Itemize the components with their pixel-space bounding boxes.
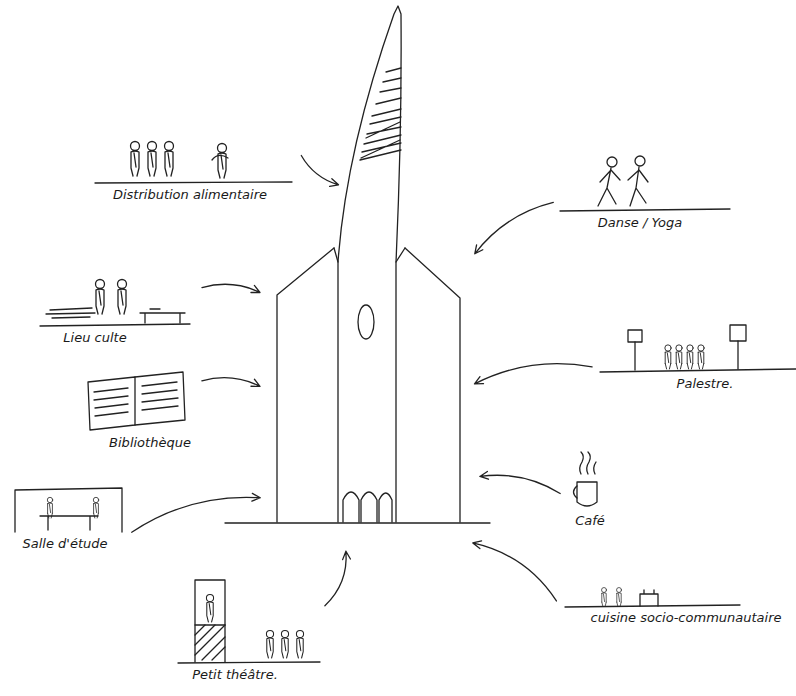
arrow-connector <box>202 284 260 292</box>
church-outline <box>265 5 475 527</box>
activity-label: Salle d'étude <box>23 536 108 552</box>
activity-label: Danse / Yoga <box>598 215 682 231</box>
ground-line <box>225 522 490 523</box>
activity-vignette: Palestre. <box>600 322 792 395</box>
gym-sketch <box>600 325 796 372</box>
food-distribution-sketch <box>95 142 292 184</box>
activity-label: Café <box>575 513 605 529</box>
cup-sketch <box>574 452 598 506</box>
worship-sketch <box>40 280 190 327</box>
activity-label: Bibliothèque <box>109 435 191 451</box>
dance-sketch <box>560 156 730 211</box>
activity-vignette: cuisine socio-communautaire <box>563 582 785 629</box>
activity-vignette: Salle d'étude <box>14 486 124 555</box>
study-room-sketch <box>15 488 122 532</box>
activity-label: Lieu culte <box>63 330 126 346</box>
book-sketch <box>88 372 185 430</box>
church-building <box>265 5 475 527</box>
activity-vignette: Danse / Yoga <box>560 154 732 234</box>
activity-vignette: Café <box>568 450 608 532</box>
theatre-sketch <box>178 580 320 663</box>
arrow-connector <box>202 378 260 387</box>
kitchen-sketch <box>565 588 740 607</box>
activity-vignette: Distribution alimentaire <box>95 132 295 206</box>
arrow-connector <box>301 155 338 186</box>
arrow-connector <box>475 202 554 253</box>
activity-vignette: Petit théâtre. <box>178 574 322 686</box>
arrow-connector <box>473 541 557 601</box>
arrow-connector <box>132 493 260 532</box>
activity-label: cuisine socio-communautaire <box>590 610 781 626</box>
activity-vignette: Bibliothèque <box>86 370 194 454</box>
arrow-connector <box>325 551 351 605</box>
arrow-connector <box>475 364 593 384</box>
activity-label: Palestre. <box>677 376 734 392</box>
activity-vignette: Lieu culte <box>38 276 194 349</box>
activity-label: Petit théâtre. <box>192 667 278 683</box>
activity-label: Distribution alimentaire <box>113 187 267 203</box>
arrow-connector <box>480 471 560 493</box>
